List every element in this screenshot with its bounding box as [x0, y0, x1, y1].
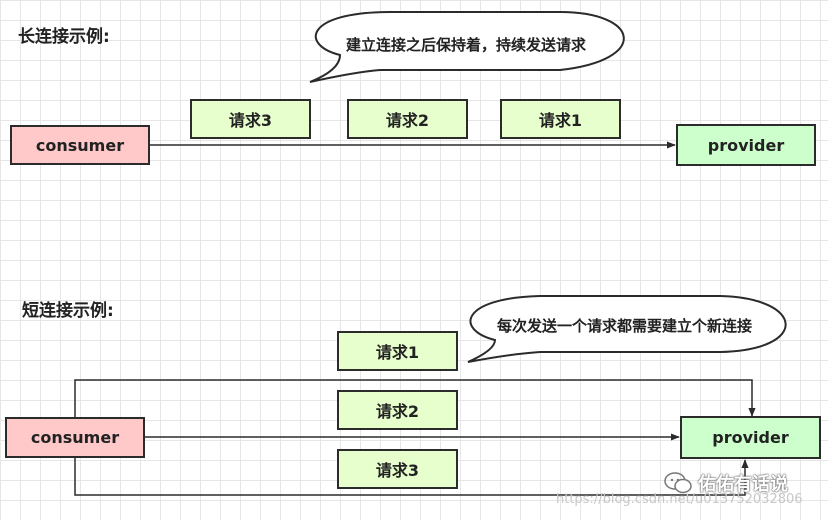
short-connection-heading: 短连接示例:	[22, 301, 114, 321]
long-request-2: 请求2	[347, 99, 468, 139]
wechat-watermark: 佑佑有话说	[664, 470, 788, 496]
short-connection-line-bottom	[74, 457, 749, 496]
long-request-3: 请求3	[190, 99, 311, 139]
short-connection-line-top	[74, 379, 756, 418]
short-request-3: 请求3	[337, 449, 458, 489]
wechat-icon	[664, 472, 692, 494]
short-consumer-box: consumer	[5, 417, 145, 458]
url-watermark: https://blog.csdn.net/u013752032806	[556, 492, 803, 507]
long-request-1: 请求1	[500, 99, 621, 139]
long-connection-heading: 长连接示例:	[18, 27, 110, 47]
short-request-1: 请求1	[337, 331, 458, 371]
long-speech-bubble	[309, 11, 625, 83]
short-speech-bubble	[467, 295, 787, 363]
short-bubble-text: 每次发送一个请求都需要建立个新连接	[497, 317, 753, 335]
short-request-2: 请求2	[337, 390, 458, 430]
wechat-name: 佑佑有话说	[698, 474, 788, 495]
short-provider-box: provider	[680, 416, 821, 459]
long-bubble-text: 建立连接之后保持着，持续发送请求	[346, 36, 587, 54]
long-consumer-box: consumer	[10, 125, 150, 165]
long-provider-box: provider	[676, 124, 816, 166]
